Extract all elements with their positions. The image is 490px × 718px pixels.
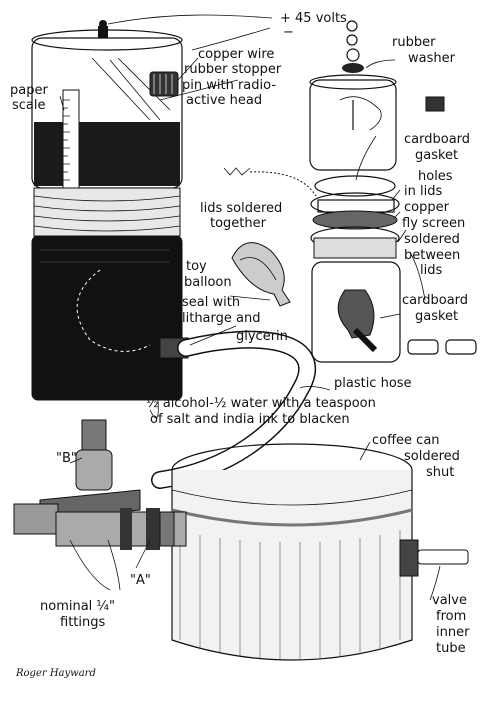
label-rubber: rubber	[392, 35, 436, 50]
cardboard-gasket-1	[314, 175, 396, 197]
label-litharge: litharge and	[182, 311, 260, 326]
label-toy: toy	[186, 259, 207, 274]
leader-lines	[59, 14, 441, 601]
label-lids: lids	[420, 263, 442, 278]
dark-liquid	[34, 122, 180, 186]
label-valve: valve	[432, 593, 467, 608]
label-cardboard-2: cardboard	[402, 293, 468, 308]
label-coffee-can: coffee can	[372, 433, 440, 448]
label-gasket-1: gasket	[415, 148, 458, 163]
label-gasket-2: gasket	[415, 309, 458, 324]
lower-lid	[313, 237, 397, 259]
label-in-lids: in lids	[404, 184, 442, 199]
label-soldered: soldered	[404, 232, 460, 247]
label-rubber-stopper: rubber stopper	[184, 62, 282, 77]
label-active-head: active head	[186, 93, 262, 108]
terminal-post	[98, 26, 108, 38]
exploded-parts	[309, 20, 477, 363]
pipe-fittings	[13, 419, 187, 550]
small-stopper	[425, 96, 445, 112]
label-from: from	[436, 609, 466, 624]
label-nominal: nominal ¼"	[40, 599, 115, 614]
label-seal-with: seal with	[182, 295, 240, 310]
label-holes: holes	[418, 169, 453, 184]
upper-small-jar	[309, 79, 397, 171]
label-b: "B"	[56, 451, 77, 466]
label-washer: washer	[408, 51, 456, 66]
rubber-stopper	[149, 71, 179, 97]
valve-stem	[417, 549, 469, 565]
label-between: between	[404, 248, 460, 263]
label-glycerin: glycerin	[236, 329, 288, 344]
label-copper-wire: copper wire	[198, 47, 274, 62]
label-salt: of salt and india ink to blacken	[150, 412, 350, 427]
label-fittings: fittings	[60, 615, 105, 630]
fly-screen	[312, 210, 398, 230]
label-a: "A"	[130, 573, 151, 588]
assembled-chamber	[31, 20, 189, 401]
label-voltage: + 45 volts	[280, 11, 347, 26]
label-copper: copper	[404, 200, 450, 215]
paper-scale	[62, 89, 80, 199]
label-scale: scale	[12, 98, 46, 113]
label-plastic-hose: plastic hose	[334, 376, 412, 391]
coffee-can	[171, 443, 469, 661]
toy-balloon	[231, 242, 291, 307]
label-inner: inner	[436, 625, 470, 640]
label-minus: −	[283, 25, 294, 40]
label-cardboard-1: cardboard	[404, 132, 470, 147]
label-together: together	[210, 216, 267, 231]
label-lids-soldered: lids soldered	[200, 201, 282, 216]
fitting-b	[81, 419, 107, 451]
label-alcohol: ½ alcohol-½ water with a teaspoon	[146, 396, 376, 411]
label-tube: tube	[436, 641, 466, 656]
label-shut: shut	[426, 465, 454, 480]
label-fly-screen: fly screen	[402, 216, 465, 231]
label-pin-radio: pin with radio-	[182, 78, 276, 93]
label-soldered-2: soldered	[404, 449, 460, 464]
callout-labels: + 45 volts − copper wire rubber stopper …	[10, 11, 470, 679]
lower-jar	[31, 235, 183, 401]
label-balloon: balloon	[184, 275, 232, 290]
lower-small-jar	[311, 261, 401, 363]
rubber-washer	[342, 63, 364, 73]
valve-body	[399, 539, 419, 577]
artist-signature: Roger Hayward	[15, 668, 96, 679]
label-paper: paper	[10, 83, 48, 98]
